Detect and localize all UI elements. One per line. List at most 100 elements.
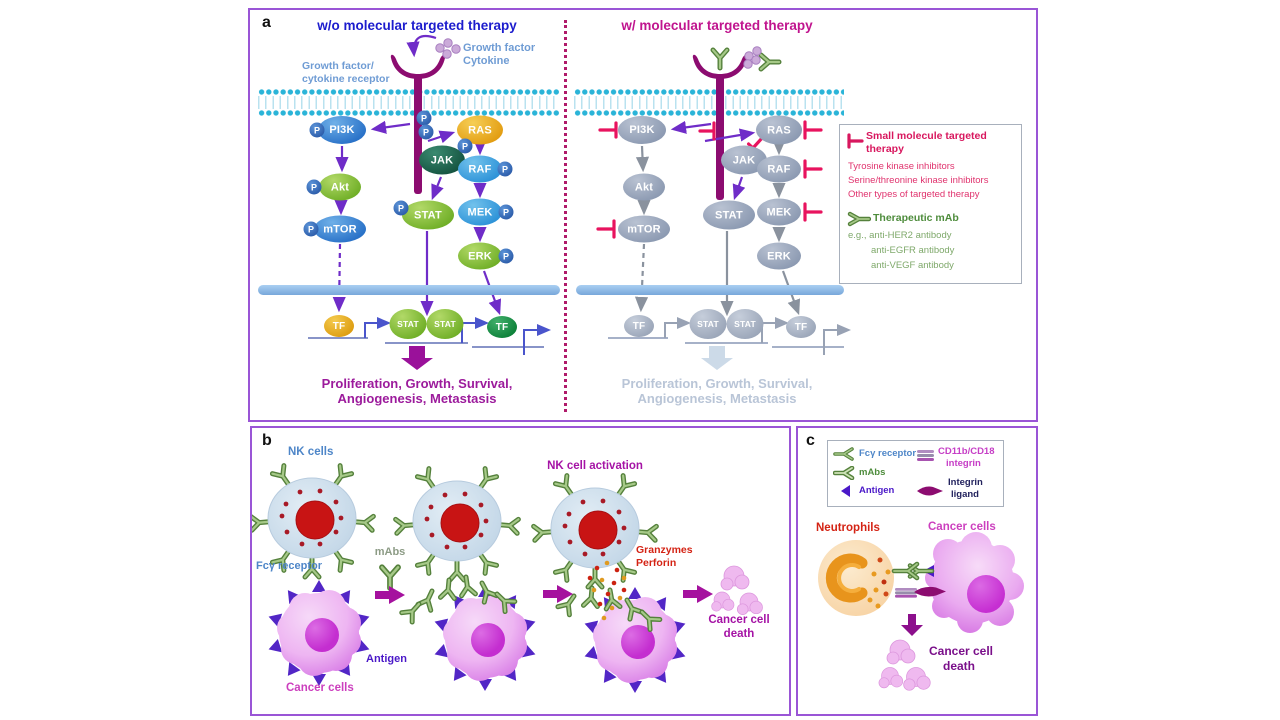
outcome-text-faded-line2: Angiogenesis, Metastasis [637, 391, 797, 406]
antigen-icon [841, 485, 850, 497]
node-pi3k-inhibited: PI3K [618, 116, 666, 144]
integrin-bar [895, 588, 917, 598]
receptor-right [692, 54, 748, 200]
granzymes-label: Granzymes [636, 544, 693, 556]
growth-factor-dots-right [743, 46, 762, 69]
title-with-therapy: w/ molecular targeted therapy [621, 18, 813, 33]
legend-mab-vegf: anti-VEGF antibody [871, 260, 954, 271]
legend-antigen-label: Antigen [859, 485, 895, 496]
cancer-nucleus-c [967, 575, 1005, 613]
receptor-label-line1: Growth factor/ [302, 60, 374, 72]
phospho-badge: P [393, 200, 409, 216]
stage-arrow-1 [375, 586, 405, 604]
legend-fc-label: Fcγ receptor [859, 448, 917, 459]
cancer-death-label-line2: death [723, 628, 755, 640]
legend-small-molecule-title-2: therapy [866, 143, 904, 155]
node-akt: Akt [319, 173, 361, 201]
node-raf: RAF [458, 155, 502, 183]
fc-receptor-icon [833, 447, 854, 461]
stage-arrow-3 [683, 585, 713, 603]
outcome-arrow-right [701, 346, 733, 370]
phospho-badge: P [498, 204, 514, 220]
dna-left [308, 317, 551, 355]
panel-divider [564, 20, 567, 412]
legend-item-tki: Tyrosine kinase inhibitors [848, 161, 955, 172]
inhibitor-symbols [596, 120, 823, 239]
panel-c-label: c [806, 432, 815, 449]
legend-ligand-line2: ligand [951, 489, 979, 500]
phospho-badge: P [309, 122, 325, 138]
integrin-icon [917, 450, 934, 461]
node-stat: STAT [402, 200, 454, 230]
neutrophil-nucleus [825, 553, 868, 603]
neutrophil-granules [867, 557, 891, 609]
node-tf-green: TF [487, 316, 517, 338]
therapeutic-mab-icon [847, 211, 871, 227]
node-mek: MEK [458, 198, 502, 226]
panel-a-label: a [262, 14, 271, 31]
legend-mab-egfr: anti-EGFR antibody [871, 245, 955, 256]
ligand-label-line1: Growth factor [463, 42, 536, 54]
cell-membrane-left [258, 88, 560, 117]
ligand-label-line2: Cytokine [463, 55, 510, 67]
phospho-badge: P [303, 221, 319, 237]
node-jak: JAK [419, 145, 465, 175]
growth-factor-dots-left [435, 38, 461, 59]
dna-right [608, 317, 851, 355]
cancer-cells-label-c: Cancer cells [928, 521, 996, 533]
phospho-badge: P [457, 138, 473, 154]
node-stat-dimer-1: STAT [389, 309, 427, 339]
legend-integrin-line2: integrin [946, 458, 981, 469]
granzyme-granules [587, 560, 627, 621]
cancer-death-c-line2: death [942, 659, 976, 673]
perforin-label: Perforin [636, 557, 677, 569]
cancer-death-label-line1: Cancer cell [708, 614, 770, 626]
panel-b: b NK cells Fcγ receptor mAbs Antigen Can… [250, 426, 791, 716]
phospho-badge: P [418, 124, 434, 140]
node-erk: ERK [458, 242, 502, 270]
node-mtor: mTOR [314, 215, 366, 243]
node-tf-inhibited: TF [624, 315, 654, 337]
outcome-text-faded-line1: Proliferation, Growth, Survival, [621, 376, 813, 391]
cancer-death-c-line1: Cancer cell [928, 644, 994, 658]
panel-c-legend: Fcγ receptor mAbs Antigen CD11b/CD18 int… [827, 440, 1004, 507]
integrin-ligand [914, 586, 946, 597]
node-mtor-inhibited: mTOR [618, 215, 670, 243]
outcome-text-line1: Proliferation, Growth, Survival, [321, 376, 513, 391]
node-raf-inhibited: RAF [757, 155, 801, 183]
node-mek-inhibited: MEK [757, 198, 801, 226]
legend-item-other: Other types of targeted therapy [848, 189, 980, 200]
node-stat-dimer-inhibited-1: STAT [689, 309, 727, 339]
legend-mab-title: Therapeutic mAb [873, 212, 959, 224]
node-pi3k: PI3K [318, 116, 366, 144]
neutrophil-graphics [818, 532, 1024, 691]
legend-integrin-line1: CD11b/CD18 [938, 446, 995, 457]
node-akt-inhibited: Akt [623, 173, 665, 201]
phospho-badge: P [497, 161, 513, 177]
therapy-legend: Small molecule targeted therapy Tyrosine… [839, 124, 1022, 284]
phospho-badge: P [306, 179, 322, 195]
node-ras-inhibited: RAS [756, 115, 802, 145]
antigen-label: Antigen [366, 653, 407, 665]
receptor-label-line2: cytokine receptor [302, 73, 390, 85]
death-arrow [901, 614, 923, 636]
adcc-graphics [252, 428, 763, 693]
phospho-badge: P [416, 110, 432, 126]
panel-c: c Fcγ receptor mAbs Antigen CD11b/CD18 i… [796, 426, 1038, 716]
title-without-therapy: w/o molecular targeted therapy [317, 18, 517, 33]
outcome-arrow-left [401, 346, 433, 370]
panel-a: a w/o molecular targeted therapy w/ mole… [248, 8, 1038, 422]
legend-mabs-label: mAbs [859, 467, 886, 478]
panel-b-label: b [262, 432, 272, 449]
legend-small-molecule-title-1: Small molecule targeted [866, 130, 987, 142]
legend-item-stki: Serine/threonine kinase inhibitors [848, 175, 989, 186]
nk-cells-label: NK cells [288, 446, 334, 458]
nk-activation-label: NK cell activation [547, 460, 643, 472]
stage-arrow-2 [543, 585, 573, 603]
cancer-cells-label: Cancer cells [286, 682, 354, 694]
nuclear-membrane-right [576, 285, 844, 295]
legend-ligand-line1: Integrin [948, 477, 983, 488]
neutrophils-label: Neutrophils [816, 522, 880, 534]
integrin-ligand-icon [917, 486, 943, 496]
